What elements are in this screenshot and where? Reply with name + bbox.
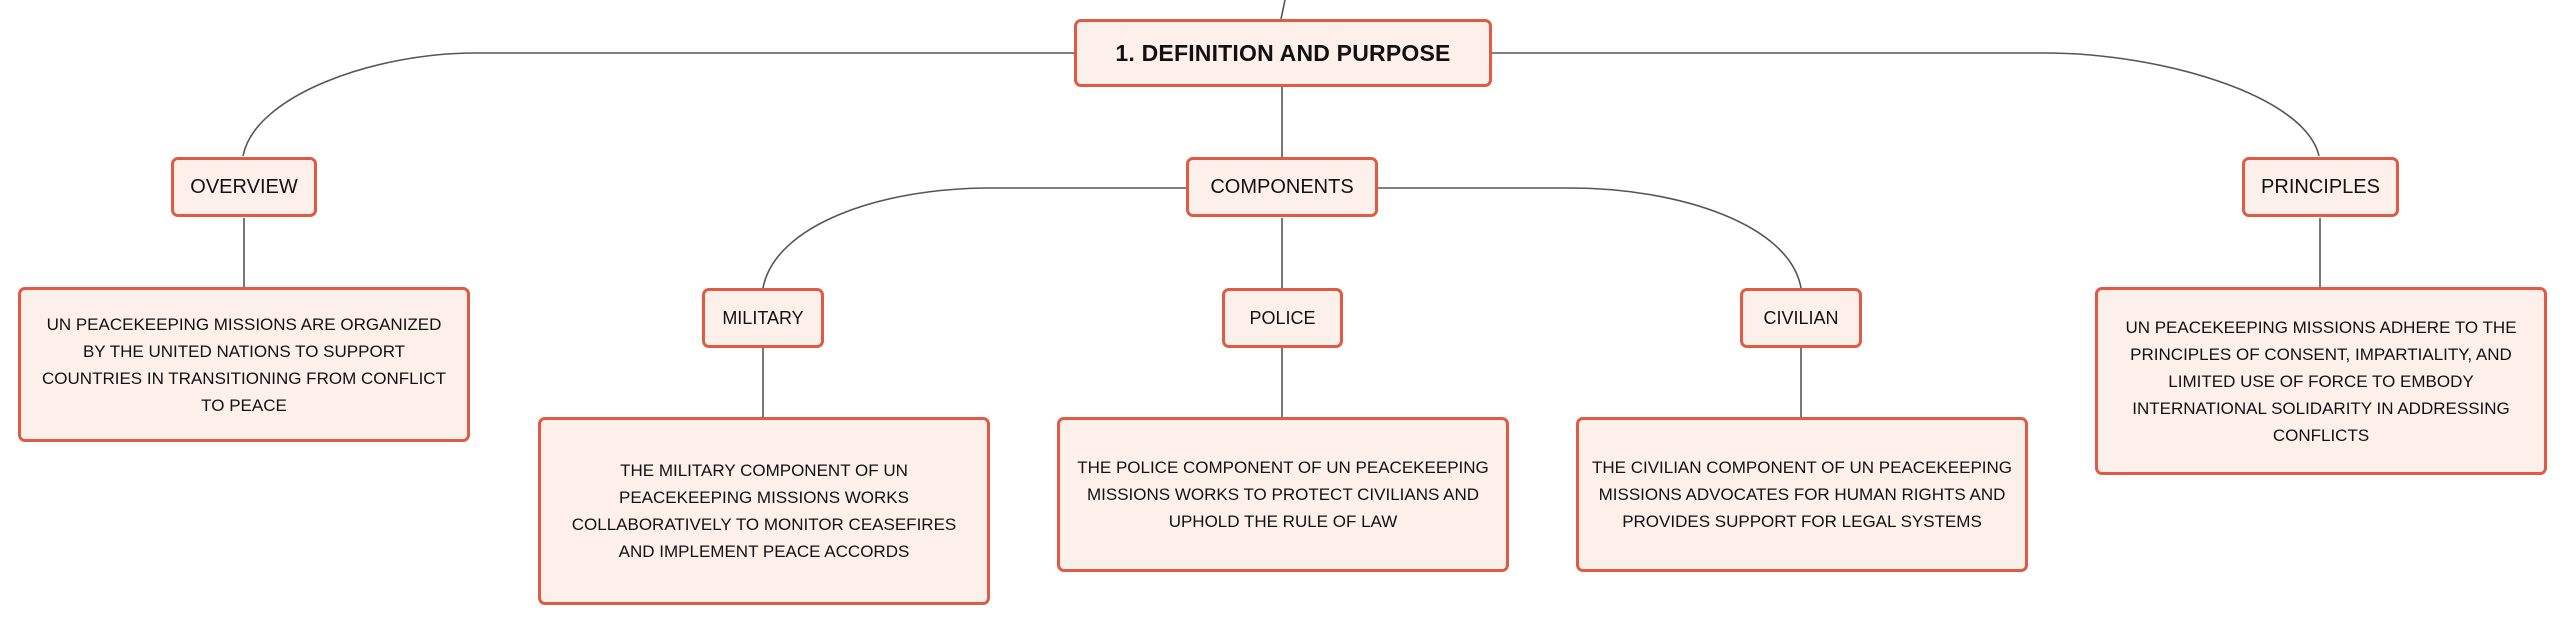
connector-components-civilian [1378, 187, 1802, 289]
topic-police-label: POLICE [1249, 307, 1316, 328]
connector-root-overview [242, 52, 1074, 157]
military-description-text: THE MILITARY COMPONENT OF UN PEACEKEEPIN… [571, 461, 957, 561]
topic-overview-label: OVERVIEW [190, 175, 298, 198]
topic-military-label: MILITARY [722, 307, 804, 328]
topic-components[interactable]: COMPONENTS [1186, 157, 1378, 217]
civilian-description-text: THE CIVILIAN COMPONENT OF UN PEACEKEEPIN… [1591, 458, 2013, 531]
civilian-description[interactable]: THE CIVILIAN COMPONENT OF UN PEACEKEEPIN… [1576, 417, 2028, 572]
overview-description[interactable]: UN PEACEKEEPING MISSIONS ARE ORGANIZED B… [18, 287, 470, 442]
root-topic[interactable]: 1. DEFINITION AND PURPOSE [1074, 19, 1492, 87]
military-description[interactable]: THE MILITARY COMPONENT OF UN PEACEKEEPIN… [538, 417, 990, 605]
topic-components-label: COMPONENTS [1210, 175, 1354, 198]
topic-civilian[interactable]: CIVILIAN [1740, 288, 1862, 348]
topic-principles[interactable]: PRINCIPLES [2242, 157, 2399, 217]
connector-components-military [762, 187, 1187, 289]
topic-police[interactable]: POLICE [1222, 288, 1343, 348]
topic-principles-label: PRINCIPLES [2261, 175, 2380, 198]
overview-description-text: UN PEACEKEEPING MISSIONS ARE ORGANIZED B… [42, 314, 446, 415]
principles-description[interactable]: UN PEACEKEEPING MISSIONS ADHERE TO THE P… [2095, 287, 2547, 475]
principles-description-text: UN PEACEKEEPING MISSIONS ADHERE TO THE P… [2125, 317, 2517, 445]
police-description[interactable]: THE POLICE COMPONENT OF UN PEACEKEEPING … [1057, 417, 1509, 572]
connector-root-principles [1492, 52, 2320, 157]
topic-overview[interactable]: OVERVIEW [171, 157, 317, 217]
topic-civilian-label: CIVILIAN [1763, 307, 1839, 328]
root-topic-label: 1. DEFINITION AND PURPOSE [1115, 39, 1451, 66]
connector-root-parent [1280, 0, 1286, 20]
police-description-text: THE POLICE COMPONENT OF UN PEACEKEEPING … [1077, 458, 1489, 531]
topic-military[interactable]: MILITARY [702, 288, 824, 348]
